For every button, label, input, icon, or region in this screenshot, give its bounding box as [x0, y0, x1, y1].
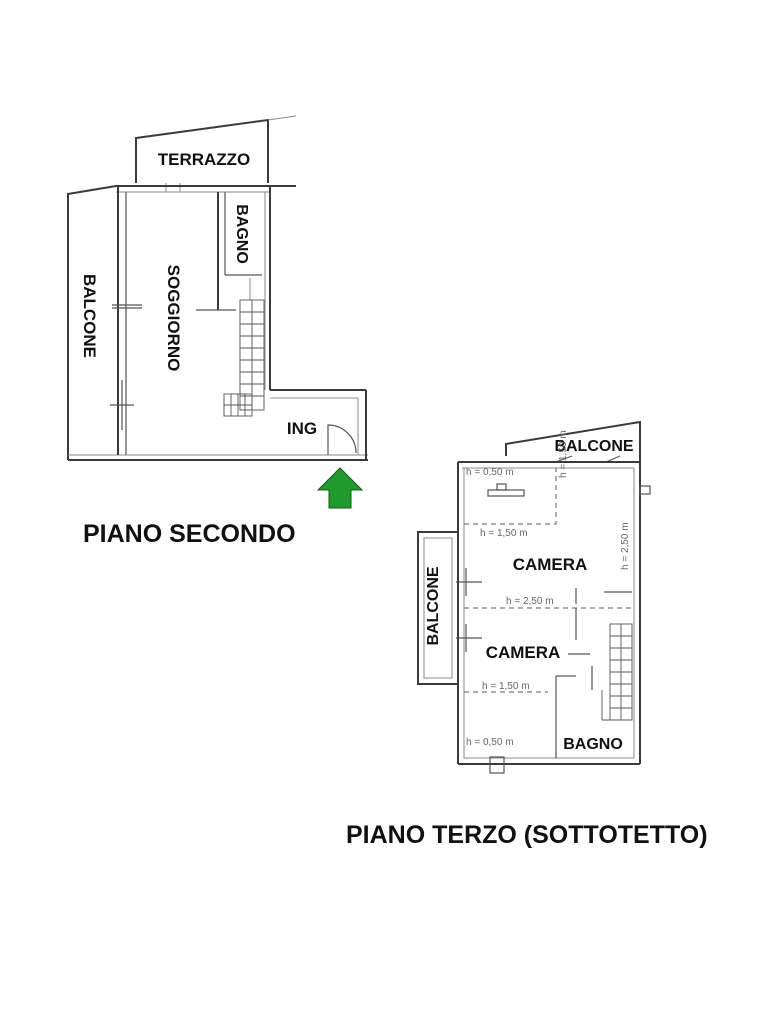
floor-plan-piano-terzo: BALCONE CAMERA CAMERA BALCONE BAGNO h = …	[346, 420, 708, 849]
room-label-balcone-top: BALCONE	[554, 438, 633, 455]
room-label-terrazzo: TERRAZZO	[158, 150, 251, 169]
room-label-camera-2: CAMERA	[486, 643, 561, 662]
entrance-arrow-icon	[316, 467, 364, 509]
balcone-side-outline	[417, 531, 482, 685]
height-label: h = 2,50 m	[506, 596, 554, 607]
height-label: h = 1,50 m	[480, 528, 528, 539]
piano-terzo-walls	[457, 461, 651, 774]
floor-title-piano-terzo: PIANO TERZO (SOTTOTETTO)	[346, 821, 708, 849]
room-label-camera-1: CAMERA	[513, 555, 588, 574]
height-label: h = 1,50 m	[482, 681, 530, 692]
staircase-piano-secondo	[223, 299, 265, 417]
room-label-soggiorno: SOGGIORNO	[164, 265, 183, 372]
terrazzo-outline	[135, 115, 297, 192]
floor-title-piano-secondo: PIANO SECONDO	[83, 520, 296, 548]
staircase-piano-terzo	[601, 623, 633, 721]
room-label-balcone-side: BALCONE	[425, 566, 442, 645]
height-label: h = 2,50 m	[620, 522, 631, 570]
floor-plan-piano-secondo: TERRAZZO BAGNO SOGGIORNO BALCONE ING PIA…	[67, 115, 368, 548]
height-label: h = 0,50 m	[466, 467, 514, 478]
height-label: h = 1,50 m	[558, 430, 569, 478]
room-label-balcone: BALCONE	[80, 274, 99, 358]
room-label-bagno: BAGNO	[233, 204, 250, 264]
height-label: h = 0,50 m	[466, 737, 514, 748]
room-label-ing: ING	[287, 419, 317, 438]
piano-secondo-walls	[67, 185, 368, 461]
room-label-bagno-piano-terzo: BAGNO	[563, 736, 623, 753]
